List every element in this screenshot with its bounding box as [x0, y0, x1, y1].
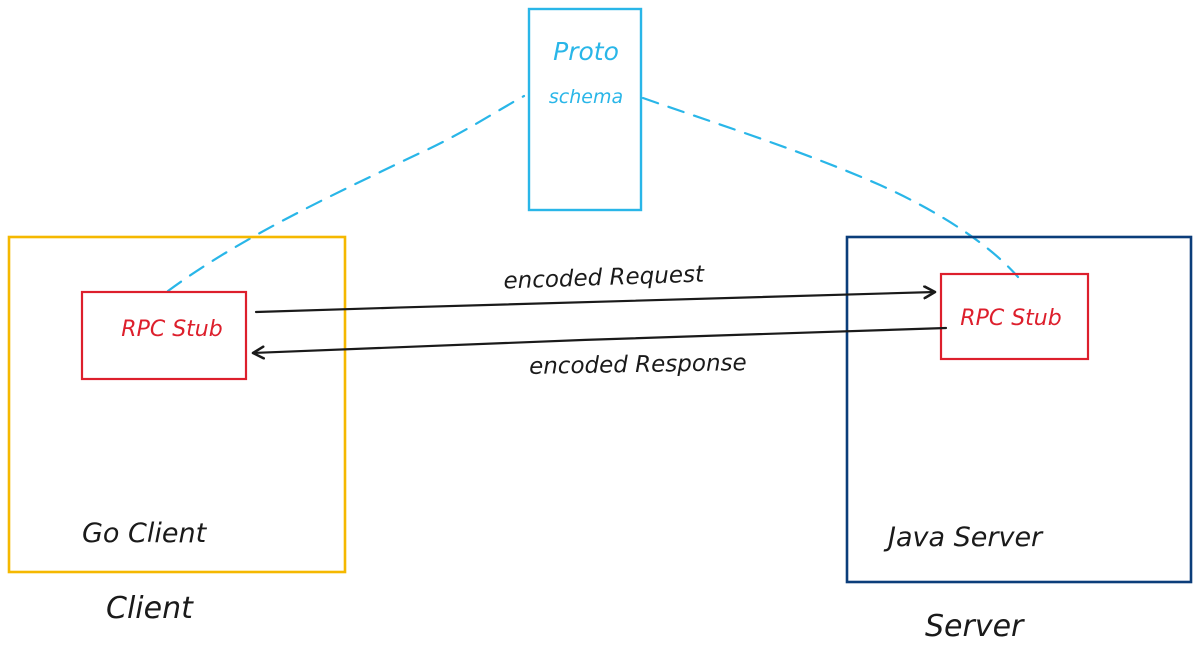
server-rpc-stub-label: RPC Stub: [960, 306, 1061, 331]
client-rpc-stub-label: RPC Stub: [121, 317, 222, 342]
proto-schema-box: [527, 7, 643, 212]
go-client-label: Go Client: [82, 518, 208, 549]
response-label: encoded Response: [529, 350, 747, 380]
response-arrow: [253, 326, 948, 353]
proto-title: Proto: [553, 37, 619, 66]
java-server-box: [845, 235, 1193, 584]
java-server-label: Java Server: [883, 522, 1044, 553]
server-caption: Server: [925, 609, 1025, 644]
proto-subtitle: schema: [549, 86, 623, 108]
request-label: encoded Request: [503, 261, 705, 294]
client-rpc-stub-box: [80, 290, 248, 381]
proto-link-client: [166, 94, 526, 293]
go-client-box: [7, 235, 347, 574]
server-rpc-stub-box: [939, 272, 1090, 361]
request-arrow: [254, 292, 935, 314]
proto-link-server: [641, 96, 1020, 279]
client-caption: Client: [106, 591, 194, 626]
